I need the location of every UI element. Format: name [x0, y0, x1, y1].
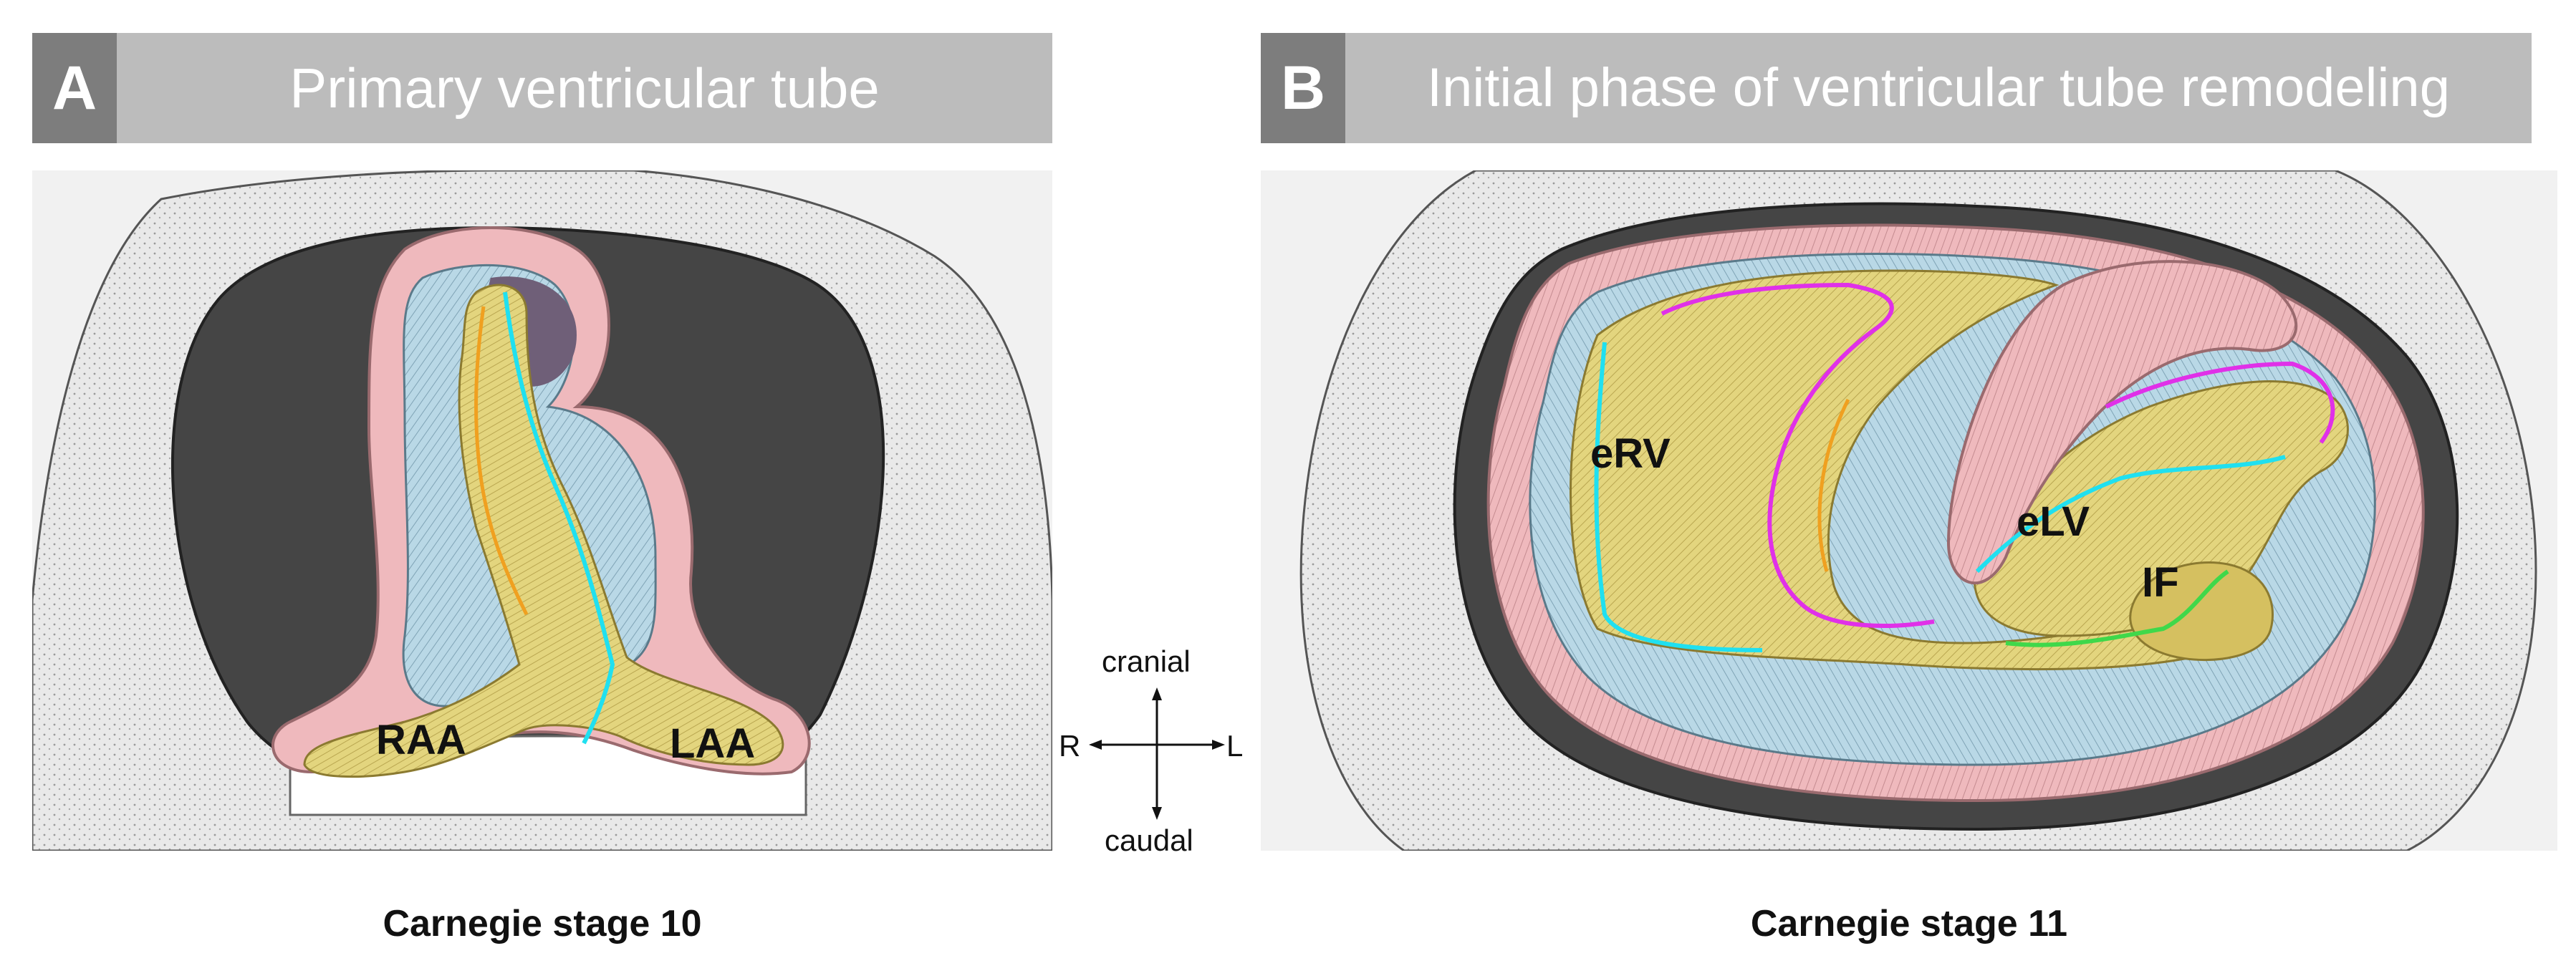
magenta-outline	[1661, 282, 1935, 628]
orange-outline	[1817, 398, 1850, 572]
panel-b-drawing: eRV eLV IF	[1299, 170, 2537, 851]
orange-outline	[474, 306, 529, 616]
compass-arrows-icon	[1089, 687, 1225, 820]
elv-region	[1973, 380, 2349, 637]
panel-b-caption: Carnegie stage 11	[1750, 903, 2068, 944]
panel-a-title: Primary ventricular tube	[289, 57, 880, 120]
caudal-label: caudal	[1105, 823, 1193, 857]
orientation-compass: cranial caudal R L	[1053, 644, 1261, 859]
green-outline	[2005, 569, 2229, 647]
if-region	[2129, 561, 2274, 662]
raa-label: RAA	[376, 717, 466, 763]
cranial-label: cranial	[1102, 644, 1191, 678]
panel-b-title: Initial phase of ventricular tube remode…	[1427, 57, 2450, 118]
cyan-outline	[503, 291, 615, 745]
panel-b-illustration: eRV eLV IF	[1261, 170, 2557, 851]
right-label: R	[1059, 729, 1081, 763]
elv-label: eLV	[2017, 498, 2090, 545]
panel-a-header: A Primary ventricular tube	[32, 33, 1052, 143]
interventricular-fold	[1946, 260, 2298, 585]
magenta-outline-elv	[2105, 361, 2335, 444]
panel-a-drawing: RAA LAA	[32, 170, 1052, 851]
cyan-outline	[1594, 342, 1763, 652]
panel-a-caption: Carnegie stage 10	[383, 903, 702, 944]
laa-label: LAA	[670, 720, 755, 767]
erv-label: eRV	[1590, 430, 1671, 477]
panel-b-header: B Initial phase of ventricular tube remo…	[1261, 33, 2532, 143]
left-label: L	[1226, 729, 1244, 763]
panel-a-illustration: RAA LAA	[32, 170, 1052, 851]
endocardial-tube	[303, 284, 784, 778]
erv-region	[1570, 269, 2217, 671]
panel-b-letter: B	[1261, 33, 1345, 143]
if-label: IF	[2142, 559, 2179, 606]
panel-a-letter: A	[32, 33, 117, 143]
cyan-outline-elv	[1975, 455, 2286, 574]
